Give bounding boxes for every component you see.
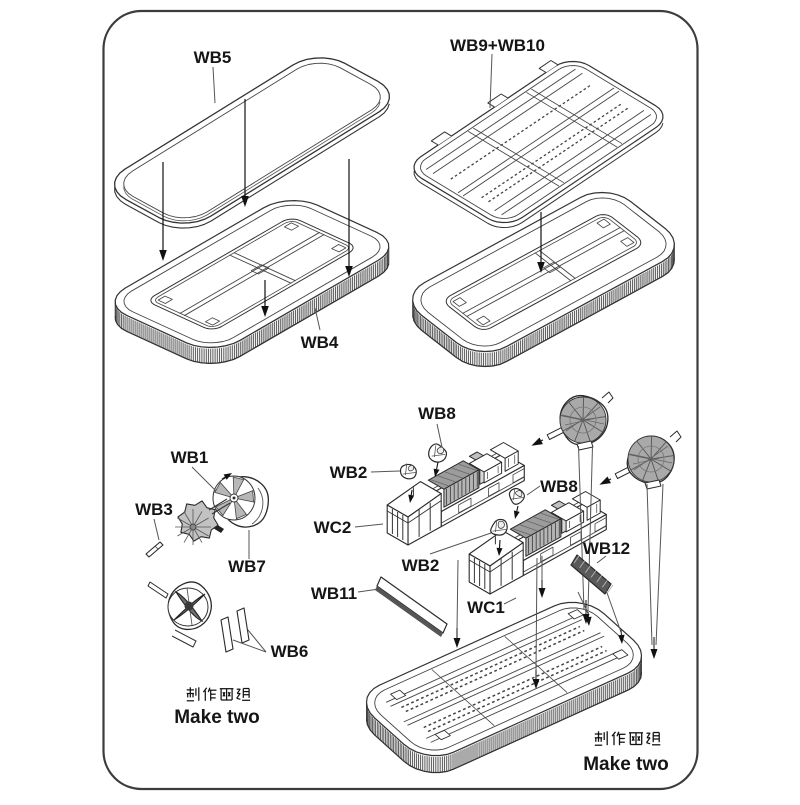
svg-text:WB1: WB1 bbox=[171, 448, 209, 467]
svg-text:WB11: WB11 bbox=[311, 584, 357, 603]
svg-text:WB7: WB7 bbox=[228, 557, 266, 576]
svg-text:WB2: WB2 bbox=[402, 556, 440, 575]
svg-text:WB2: WB2 bbox=[330, 463, 368, 482]
svg-text:WB6: WB6 bbox=[271, 642, 309, 661]
svg-text:Make two: Make two bbox=[174, 707, 260, 728]
svg-text:WB8: WB8 bbox=[418, 404, 456, 423]
svg-text:WC1: WC1 bbox=[467, 598, 505, 617]
svg-text:WB12: WB12 bbox=[583, 539, 630, 558]
svg-text:WB9+WB10: WB9+WB10 bbox=[450, 36, 545, 55]
svg-text:WB5: WB5 bbox=[194, 48, 232, 67]
svg-text:WB8: WB8 bbox=[540, 477, 578, 496]
svg-text:WB4: WB4 bbox=[301, 333, 339, 352]
svg-text:Make two: Make two bbox=[583, 754, 669, 775]
svg-text:WC2: WC2 bbox=[314, 518, 352, 537]
svg-text:WB3: WB3 bbox=[135, 500, 173, 519]
